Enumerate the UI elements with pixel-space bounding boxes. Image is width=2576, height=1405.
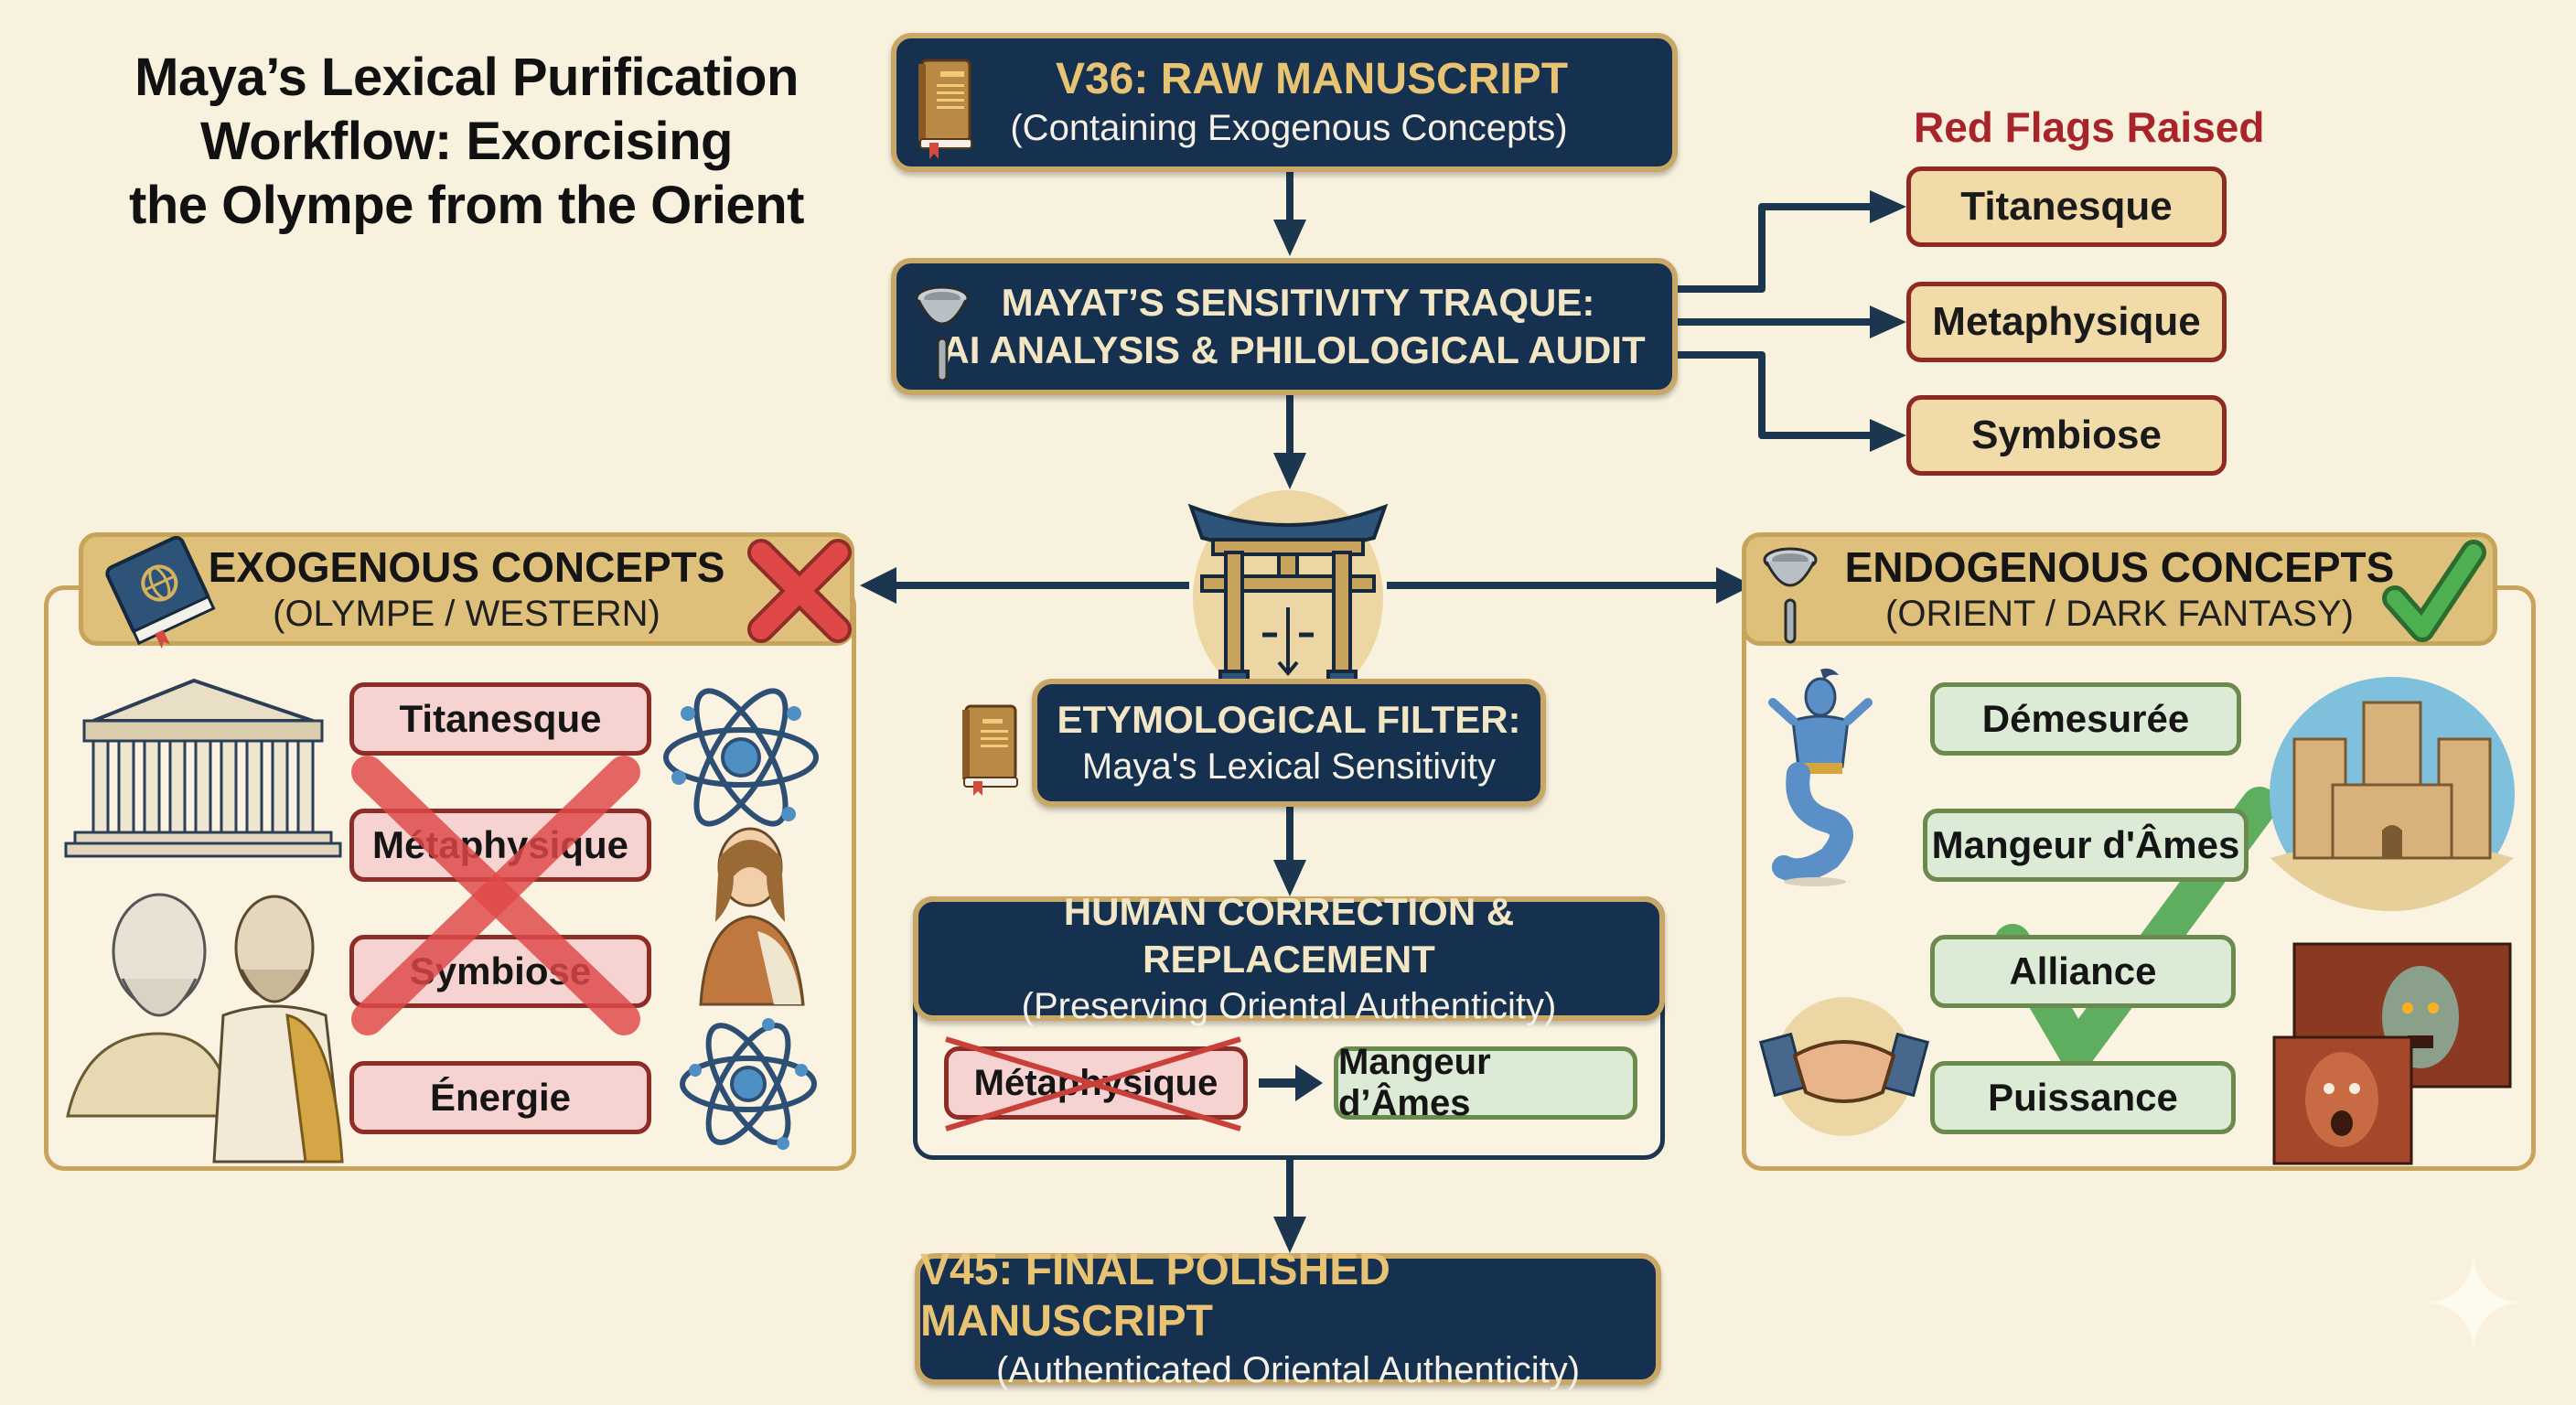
demon-faces-icon	[2272, 942, 2512, 1165]
book-icon	[918, 59, 972, 159]
filter-title: ETYMOLOGICAL FILTER:	[1057, 698, 1521, 741]
exogenous-subtitle: (OLYMPE / WESTERN)	[273, 594, 660, 634]
concept-text: Démesurée	[1981, 697, 2190, 740]
etymological-filter-box[interactable]: ETYMOLOGICAL FILTER: Maya's Lexical Sens…	[1032, 679, 1546, 807]
strainer-icon	[915, 285, 970, 382]
connector-raw-to-traque	[1286, 170, 1293, 243]
green-check-icon	[2382, 540, 2486, 642]
desert-fortress-icon	[2270, 677, 2515, 911]
final-manuscript-box[interactable]: V45: FINAL POLISHED MANUSCRIPT (Authenti…	[915, 1246, 1661, 1390]
correction-subtitle: (Preserving Oriental Authenticity)	[1021, 986, 1557, 1026]
atom-icon	[680, 1018, 817, 1150]
filter-subtitle: Maya's Lexical Sensitivity	[1081, 746, 1497, 787]
arrow-head	[1273, 1217, 1306, 1253]
arrow-head	[1273, 860, 1306, 896]
page-title: Maya’s Lexical Purification Workflow: Ex…	[119, 46, 814, 238]
red-flag-text: Metaphysique	[1932, 299, 2201, 344]
torii-gate-icon	[1187, 488, 1389, 706]
raw-manuscript-subtitle: (Containing Exogenous Concepts)	[1010, 108, 1568, 148]
exogenous-concept-item[interactable]: Énergie	[349, 1061, 651, 1134]
red-flag-text: Symbiose	[1971, 413, 2162, 457]
philosophers-icon	[66, 893, 344, 1164]
replacement-word[interactable]: Mangeur d’Âmes	[1334, 1042, 1637, 1123]
exogenous-title: EXOGENOUS CONCEPTS	[208, 543, 725, 591]
title-line-3: the Olympe from the Orient	[129, 176, 804, 235]
arrow-head	[1273, 220, 1306, 256]
correction-title: HUMAN CORRECTION & REPLACEMENT	[1063, 890, 1515, 981]
genie-icon	[1768, 668, 1873, 886]
replacement-word-text: Mangeur d’Âmes	[1338, 1042, 1491, 1123]
red-x-icon	[747, 539, 852, 643]
red-flag-item[interactable]: Symbiose	[1906, 395, 2227, 476]
human-correction-header[interactable]: HUMAN CORRECTION & REPLACEMENT (Preservi…	[913, 890, 1665, 1026]
endogenous-subtitle: (ORIENT / DARK FANTASY)	[1885, 594, 2354, 634]
handshake-icon	[1758, 997, 1930, 1136]
sparkle-icon	[2430, 1259, 2517, 1346]
globe-book-icon	[105, 535, 216, 649]
concept-text: Titanesque	[399, 697, 602, 740]
connector-filter-to-correction	[1286, 805, 1293, 878]
title-line-2: Workflow: Exorcising	[200, 112, 733, 171]
connector-gate-to-exogenous	[878, 582, 1189, 589]
title-line-1: Maya’s Lexical Purification	[134, 48, 799, 107]
connector-gate-to-endogenous	[1387, 582, 1725, 589]
arrow-head-right	[1716, 567, 1753, 604]
concept-text: Mangeur d'Âmes	[1931, 823, 2240, 866]
arrow-right-icon	[1259, 1065, 1323, 1101]
endogenous-concept-item[interactable]: Mangeur d'Âmes	[1923, 809, 2249, 882]
atom-icon	[663, 688, 819, 827]
exogenous-header: EXOGENOUS CONCEPTS (OLYMPE / WESTERN)	[79, 532, 854, 646]
traque-title-line-1: MAYAT’S SENSITIVITY TRAQUE:	[1001, 281, 1595, 324]
strainer-icon	[1763, 547, 1818, 644]
book-icon	[962, 704, 1018, 796]
traque-title-line-2: AI ANALYSIS & PHILOLOGICAL AUDIT	[941, 328, 1646, 371]
red-flag-item[interactable]: Metaphysique	[1906, 282, 2227, 362]
final-manuscript-title: V45: FINAL POLISHED MANUSCRIPT	[920, 1246, 1390, 1346]
endogenous-concept-item[interactable]: Démesurée	[1930, 682, 2241, 756]
final-manuscript-subtitle: (Authenticated Oriental Authenticity)	[995, 1350, 1581, 1390]
concept-text: Énergie	[429, 1076, 572, 1119]
big-red-cross-icon	[351, 756, 640, 1035]
arrow-head	[1273, 453, 1306, 489]
endogenous-header: ENDOGENOUS CONCEPTS (ORIENT / DARK FANTA…	[1742, 532, 2497, 646]
connector-correction-to-final	[1286, 1154, 1293, 1246]
connector-traque-to-gate	[1286, 393, 1293, 476]
exogenous-concept-item[interactable]: Titanesque	[349, 682, 651, 756]
arrow-head-left	[860, 567, 896, 604]
greek-temple-icon	[64, 678, 342, 858]
endogenous-title: ENDOGENOUS CONCEPTS	[1844, 543, 2395, 591]
endogenous-concept-item[interactable]: Alliance	[1930, 935, 2236, 1008]
thinking-woman-icon	[699, 827, 805, 1006]
red-flags-label: Red Flags Raised	[1914, 103, 2265, 151]
red-flag-item[interactable]: Titanesque	[1906, 166, 2227, 247]
red-flag-connectors	[1674, 190, 1906, 452]
concept-text: Alliance	[2009, 949, 2157, 992]
red-flag-text: Titanesque	[1960, 184, 2173, 229]
raw-manuscript-box[interactable]: V36: RAW MANUSCRIPT (Containing Exogenou…	[891, 33, 1678, 172]
endogenous-concept-item[interactable]: Puissance	[1930, 1061, 2236, 1134]
raw-manuscript-title: V36: RAW MANUSCRIPT	[1055, 55, 1569, 103]
sensitivity-traque-box[interactable]: MAYAT’S SENSITIVITY TRAQUE: AI ANALYSIS …	[891, 258, 1678, 395]
strike-cross-icon	[945, 1036, 1241, 1132]
concept-text: Puissance	[1988, 1076, 2178, 1119]
